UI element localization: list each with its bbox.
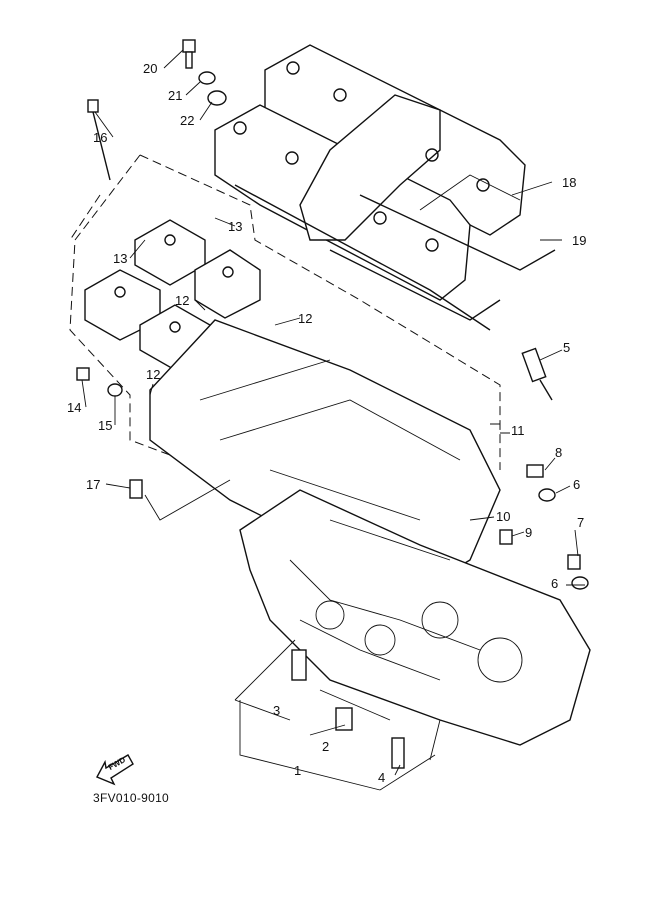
callout-15: 15 — [98, 418, 113, 433]
callout-6b: 6 — [551, 576, 559, 591]
spark-plug — [521, 347, 553, 401]
callout-1: 1 — [294, 763, 302, 778]
callout-8: 8 — [555, 445, 563, 460]
callout-20: 20 — [143, 61, 158, 76]
callout-13b: 13 — [228, 219, 243, 234]
callout-9: 9 — [525, 525, 533, 540]
leader-lines — [81, 49, 585, 791]
small-parts — [76, 367, 589, 769]
callout-2: 2 — [322, 739, 330, 754]
long-bolt-16 — [87, 99, 111, 181]
callout-13a: 13 — [113, 251, 128, 266]
callout-10: 10 — [496, 509, 511, 524]
callout-3: 3 — [273, 703, 281, 718]
cover-bolt-holes — [233, 61, 490, 252]
cover-bolt — [182, 39, 227, 106]
callout-4: 4 — [378, 770, 386, 785]
fwd-arrow-icon — [96, 754, 134, 786]
callout-16: 16 — [93, 130, 108, 145]
callout-17: 17 — [86, 477, 101, 492]
callout-22: 22 — [180, 113, 195, 128]
callout-21: 21 — [168, 88, 183, 103]
callout-14: 14 — [67, 400, 82, 415]
dashed-group-outline — [69, 154, 501, 471]
valve-cover — [214, 44, 556, 331]
callout-19: 19 — [572, 233, 587, 248]
callout-11: 11 — [511, 423, 525, 438]
callout-6a: 6 — [573, 477, 581, 492]
cylinder-head — [149, 319, 591, 746]
callout-12b: 12 — [298, 311, 313, 326]
callout-7: 7 — [577, 515, 585, 530]
callout-18: 18 — [562, 175, 577, 190]
callout-12a: 12 — [175, 293, 190, 308]
callout-12c: 12 — [146, 367, 161, 382]
callout-5: 5 — [563, 340, 571, 355]
part-code: 3FV010-9010 — [93, 791, 170, 805]
